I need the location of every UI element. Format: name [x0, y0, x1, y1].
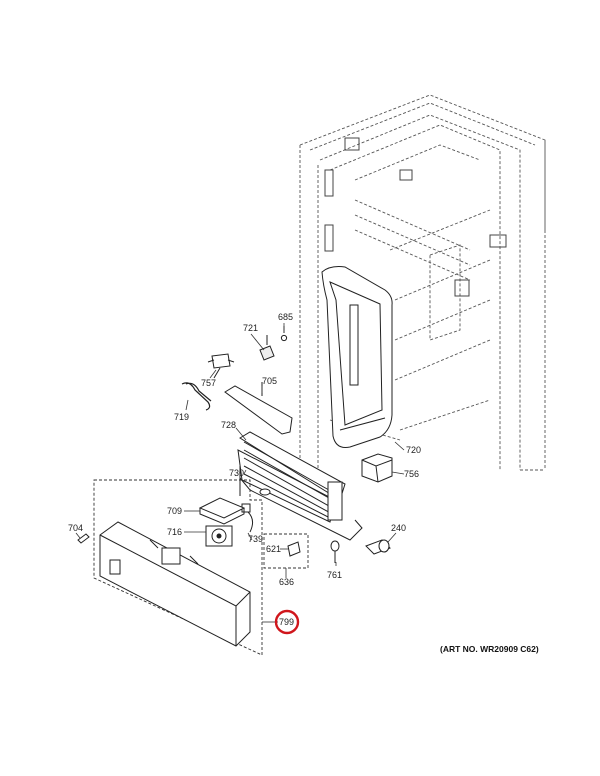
- part-label-240: 240: [391, 523, 406, 533]
- fan-bracket-709: [198, 497, 246, 525]
- part-label-761: 761: [327, 570, 342, 580]
- evaporator-coil-730: [237, 431, 363, 541]
- callout-labels: 685 721 757 705 719 728 730 720 756 709 …: [68, 312, 421, 627]
- highlight-circle-799: [274, 609, 300, 635]
- part-label-799: 799: [279, 617, 294, 627]
- drain-pan-heater-756: [361, 453, 393, 483]
- wire-harness-757: [207, 353, 235, 379]
- part-label-636: 636: [279, 577, 294, 587]
- leader-lines: [75, 323, 405, 623]
- evaporator-cover-720: [321, 266, 393, 448]
- part-label-719: 719: [174, 412, 189, 422]
- part-label-739: 739: [248, 534, 263, 544]
- refrigerator-cabinet-frame: [299, 94, 546, 471]
- art-number: (ART NO. WR20909 C62): [440, 644, 539, 654]
- drain-tube-719: [181, 382, 212, 411]
- assembly-box-799: [93, 479, 263, 656]
- part-label-716: 716: [167, 527, 182, 537]
- screw-704: [77, 533, 90, 544]
- grommet-761: [330, 540, 340, 563]
- part-label-730: 730: [229, 468, 244, 478]
- part-label-704: 704: [68, 523, 83, 533]
- part-label-621: 621: [266, 544, 281, 554]
- part-label-756: 756: [404, 469, 419, 479]
- part-label-721: 721: [243, 323, 258, 333]
- part-label-720: 720: [406, 445, 421, 455]
- part-label-705: 705: [262, 376, 277, 386]
- part-label-728: 728: [221, 420, 236, 430]
- part-label-685: 685: [278, 312, 293, 322]
- clip-621: [287, 541, 301, 557]
- cabinet-hinge-brackets: [324, 137, 507, 297]
- defrost-bi-metal-240: [365, 539, 391, 555]
- fan-cover-799: [99, 521, 251, 647]
- part-label-709: 709: [167, 506, 182, 516]
- part-label-757: 757: [201, 378, 216, 388]
- fan-motor-716: [205, 525, 233, 547]
